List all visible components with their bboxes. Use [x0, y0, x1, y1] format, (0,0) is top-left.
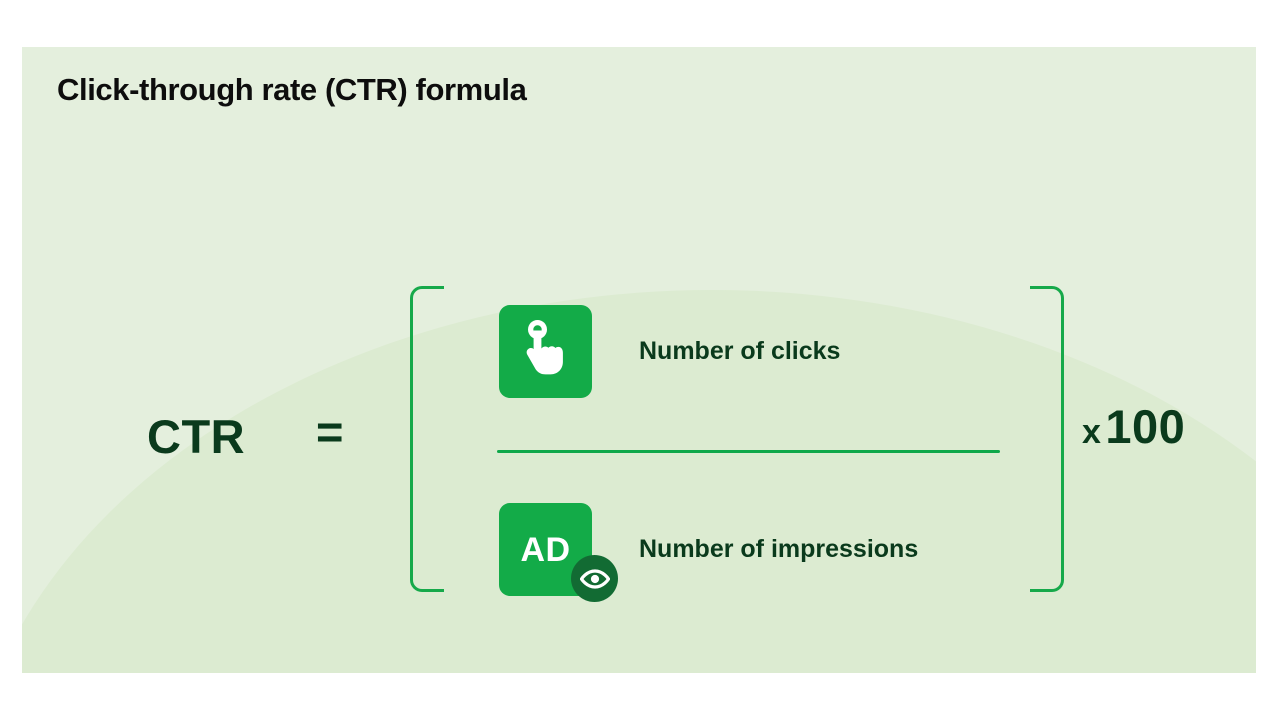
eye-icon: [571, 555, 618, 602]
ad-tile-text: AD: [520, 530, 571, 569]
bracket-left: [410, 286, 444, 592]
fraction: Number of clicks AD Number of impress: [477, 286, 1002, 602]
fraction-bar: [497, 450, 1000, 453]
equals-sign: =: [316, 405, 344, 458]
ctr-result-label: CTR: [147, 410, 246, 463]
clicks-tile: [499, 305, 592, 398]
page-title: Click-through rate (CTR) formula: [57, 72, 527, 107]
bracket-right: [1030, 286, 1064, 592]
multiplier: x 100: [1082, 399, 1185, 454]
fraction-denominator: AD Number of impressions: [499, 503, 919, 602]
denominator-label: Number of impressions: [639, 535, 919, 563]
click-hand-icon: [520, 320, 572, 383]
multiplier-value: 100: [1105, 400, 1186, 453]
formula-diagram: CTR = Number of click: [22, 47, 1256, 673]
ctr-formula-card: Click-through rate (CTR) formula CTR =: [22, 47, 1256, 673]
ad-tile: AD: [499, 503, 618, 602]
multiplier-symbol: x: [1082, 413, 1101, 451]
numerator-label: Number of clicks: [639, 337, 841, 365]
fraction-numerator: Number of clicks: [499, 305, 840, 398]
